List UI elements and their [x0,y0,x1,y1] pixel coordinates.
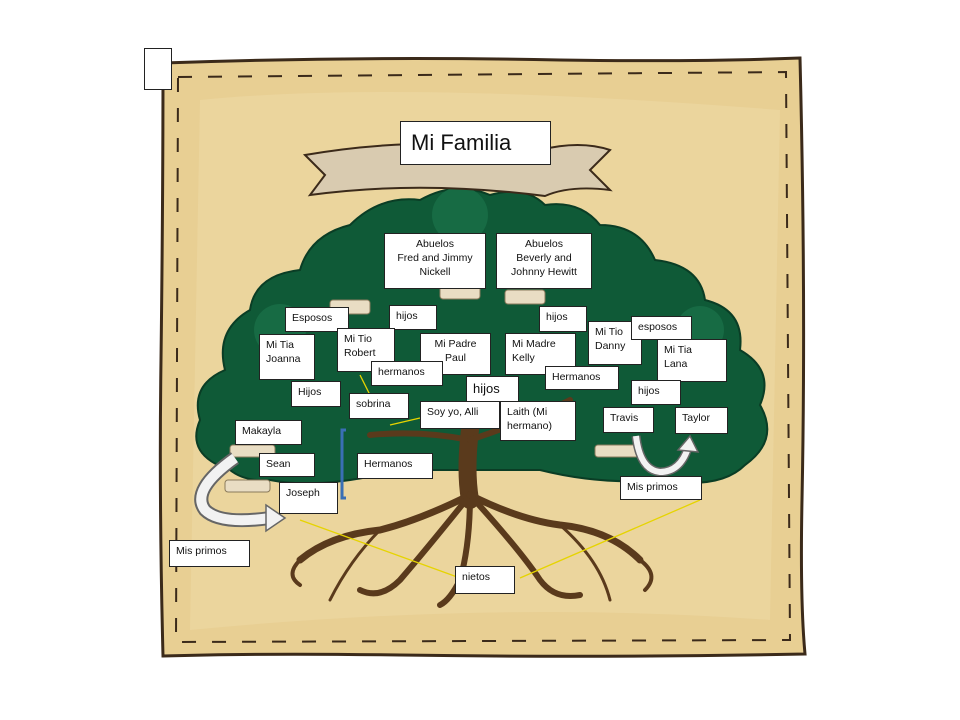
node-travis: Travis [603,407,654,433]
node-mi-tia-lana: Mi Tia Lana [657,339,727,382]
label-sobrina: sobrina [349,393,409,419]
label-hijos-top-right: hijos [539,306,587,332]
label-hijos-top-left: hijos [389,305,437,330]
label-hijos-center: hijos [466,376,519,402]
label-hermanos-right: Hermanos [545,366,619,390]
node-taylor: Taylor [675,407,728,434]
diagram-title: Mi Familia [400,121,551,165]
label-mis-primos-right: Mis primos [620,476,702,500]
node-joseph: Joseph [279,482,338,514]
label-nietos: nietos [455,566,515,594]
label-esposos-left: Esposos [285,307,349,332]
node-makayla: Makayla [235,420,302,445]
node-soy-yo: Soy yo, Alli [420,401,500,429]
connector-lines [299,374,701,579]
node-mi-tia-joanna: Mi Tia Joanna [259,334,315,380]
label-hijos-left: Hijos [291,381,341,407]
node-abuelos-nickell: Abuelos Fred and Jimmy Nickell [384,233,486,289]
label-esposos-right: esposos [631,316,692,340]
cousin-arrows [194,434,700,533]
label-hermanos-left: Hermanos [357,453,433,479]
label-mis-primos-left: Mis primos [169,540,250,567]
node-abuelos-hewitt: Abuelos Beverly and Johnny Hewitt [496,233,592,289]
node-laith: Laith (Mi hermano) [500,401,576,441]
node-sean: Sean [259,453,315,477]
label-hermanos-mid: hermanos [371,361,443,386]
label-hijos-right: hijos [631,380,681,405]
corner-placeholder-box [144,48,172,90]
siblings-bracket [340,428,346,500]
